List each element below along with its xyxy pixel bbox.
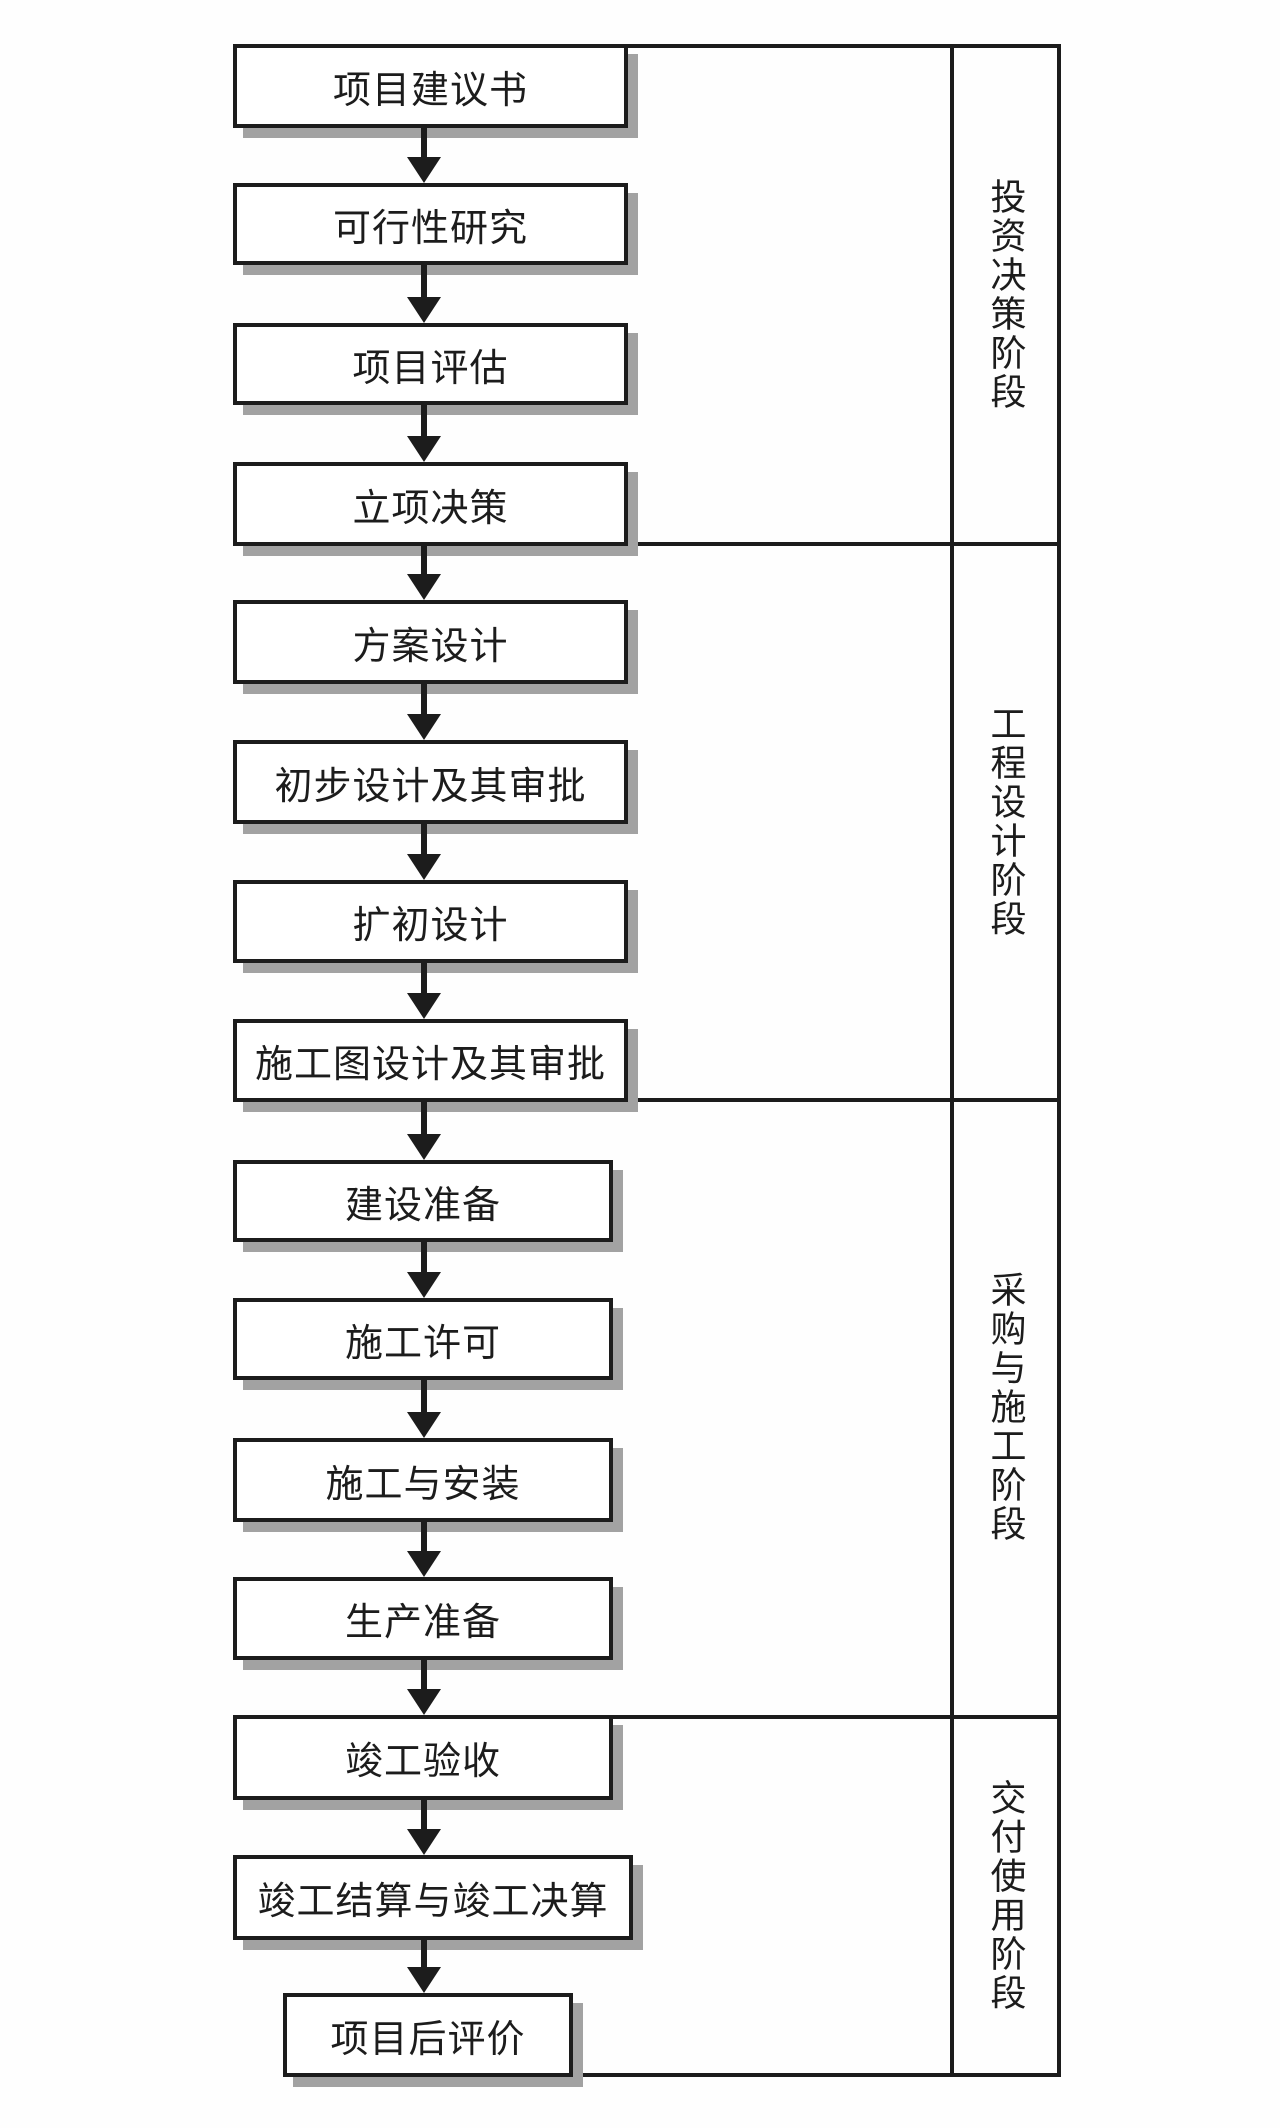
- flow-box-label: 竣工结算与竣工决算: [257, 1881, 609, 1923]
- arrow-shaft: [421, 546, 427, 578]
- stage-column-left-line: [950, 44, 954, 2077]
- arrow-shaft: [421, 824, 427, 858]
- frame-top-line: [233, 44, 1061, 48]
- flow-box-post-project-evaluation: 项目后评价: [283, 1993, 573, 2077]
- flow-box-project-approval-decision: 立项决策: [233, 462, 628, 546]
- flow-box-feasibility-study: 可行性研究: [233, 183, 628, 265]
- stage-label-investment-decision: 投资决策阶段: [950, 48, 1061, 542]
- flow-box-label: 立项决策: [352, 487, 509, 530]
- flow-box-preliminary-design-approval: 初步设计及其审批: [233, 740, 628, 824]
- stage-divider-1: [233, 542, 1061, 546]
- arrow-head-icon: [407, 1551, 441, 1577]
- arrow-head-icon: [407, 1689, 441, 1715]
- arrow-head-icon: [407, 1134, 441, 1160]
- flow-box-completion-acceptance: 竣工验收: [233, 1715, 613, 1800]
- flow-box-label: 可行性研究: [332, 207, 528, 250]
- arrow-head-icon: [407, 1412, 441, 1438]
- stage-label-text: 采购与施工阶段: [985, 1271, 1026, 1544]
- frame-bottom-line: [283, 2073, 1061, 2077]
- stage-label-delivery-use: 交付使用阶段: [950, 1719, 1061, 2073]
- arrow-head-icon: [407, 1967, 441, 1993]
- flow-arrow-down: [407, 265, 441, 323]
- stage-label-text: 交付使用阶段: [985, 1779, 1026, 2013]
- stage-label-text: 投资决策阶段: [985, 178, 1026, 412]
- flow-box-scheme-design: 方案设计: [233, 600, 628, 684]
- flow-arrow-down: [407, 1380, 441, 1438]
- flow-arrow-down: [407, 1800, 441, 1855]
- arrow-shaft: [421, 684, 427, 718]
- arrow-shaft: [421, 1940, 427, 1971]
- flow-box-project-proposal: 项目建议书: [233, 44, 628, 128]
- arrow-shaft: [421, 1102, 427, 1138]
- arrow-head-icon: [407, 436, 441, 462]
- flow-box-label: 扩初设计: [352, 905, 509, 947]
- flow-arrow-down: [407, 1660, 441, 1715]
- arrow-head-icon: [407, 854, 441, 880]
- flow-box-construction-permit: 施工许可: [233, 1298, 613, 1380]
- flow-arrow-down: [407, 1940, 441, 1993]
- flow-box-label: 方案设计: [352, 625, 509, 668]
- flow-arrow-down: [407, 1242, 441, 1298]
- flow-box-label: 竣工验收: [344, 1741, 501, 1783]
- arrow-shaft: [421, 1380, 427, 1416]
- flow-arrow-down: [407, 1522, 441, 1577]
- arrow-shaft: [421, 405, 427, 440]
- flow-arrow-down: [407, 684, 441, 740]
- arrow-shaft: [421, 265, 427, 301]
- arrow-head-icon: [407, 993, 441, 1019]
- arrow-head-icon: [407, 297, 441, 323]
- flow-box-project-evaluation: 项目评估: [233, 323, 628, 405]
- flow-box-label: 建设准备: [344, 1184, 501, 1227]
- arrow-shaft: [421, 1660, 427, 1693]
- flow-arrow-down: [407, 963, 441, 1019]
- arrow-head-icon: [407, 574, 441, 600]
- flow-arrow-down: [407, 1102, 441, 1160]
- arrow-shaft: [421, 963, 427, 997]
- stage-label-text: 工程设计阶段: [985, 705, 1026, 939]
- flow-box-extended-preliminary-design: 扩初设计: [233, 880, 628, 963]
- flow-arrow-down: [407, 405, 441, 462]
- stage-label-engineering-design: 工程设计阶段: [950, 546, 1061, 1098]
- flow-box-label: 项目后评价: [330, 2018, 526, 2061]
- flow-box-label: 初步设计及其审批: [274, 765, 587, 808]
- flow-box-production-preparation: 生产准备: [233, 1577, 613, 1660]
- stage-column-right-line: [1057, 44, 1061, 2077]
- stage-divider-2: [233, 1098, 1061, 1102]
- arrow-shaft: [421, 1522, 427, 1555]
- arrow-head-icon: [407, 714, 441, 740]
- arrow-shaft: [421, 128, 427, 161]
- flow-arrow-down: [407, 546, 441, 600]
- flow-box-construction-preparation: 建设准备: [233, 1160, 613, 1242]
- flow-box-label: 项目建议书: [332, 69, 528, 112]
- arrow-head-icon: [407, 157, 441, 183]
- flow-box-completion-settlement-final-accounts: 竣工结算与竣工决算: [233, 1855, 633, 1940]
- stage-label-procurement-construction: 采购与施工阶段: [950, 1102, 1061, 1713]
- arrow-head-icon: [407, 1272, 441, 1298]
- arrow-head-icon: [407, 1829, 441, 1855]
- flow-box-construction-drawing-design-approval: 施工图设计及其审批: [233, 1019, 628, 1102]
- flow-box-label: 生产准备: [344, 1602, 501, 1644]
- flow-box-label: 施工图设计及其审批: [254, 1044, 606, 1086]
- arrow-shaft: [421, 1242, 427, 1276]
- flow-box-label: 项目评估: [352, 347, 509, 390]
- stage-divider-3: [233, 1715, 1061, 1719]
- flow-box-label: 施工与安装: [325, 1463, 521, 1506]
- flow-box-label: 施工许可: [344, 1322, 501, 1365]
- flow-arrow-down: [407, 824, 441, 880]
- arrow-shaft: [421, 1800, 427, 1833]
- flow-arrow-down: [407, 128, 441, 183]
- flow-box-construction-and-installation: 施工与安装: [233, 1438, 613, 1522]
